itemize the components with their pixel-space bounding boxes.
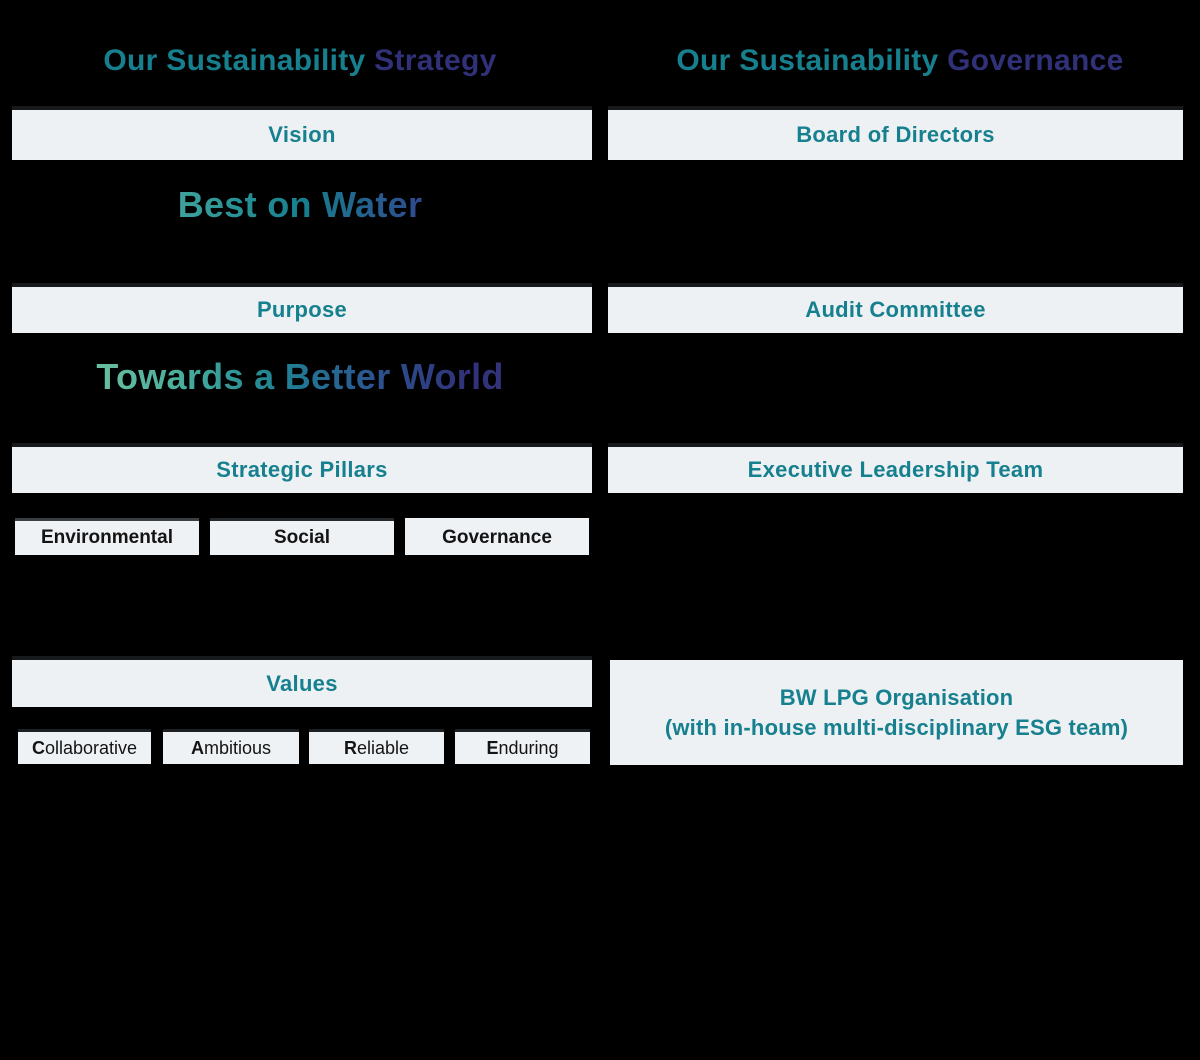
value-enduring-rest: nduring	[498, 738, 559, 758]
strategy-column: Our Sustainability Strategy Vision Best …	[0, 44, 600, 764]
board-of-directors-label: Board of Directors	[796, 122, 995, 147]
value-reliable-lead: R	[343, 738, 357, 758]
value-ambitious-box: Ambitious	[163, 729, 299, 764]
executive-leadership-team-box: Executive Leadership Team	[608, 443, 1183, 493]
value-reliable-box: Reliable	[309, 729, 444, 764]
strategic-pillars-header-box: Strategic Pillars	[12, 443, 592, 493]
pillar-governance-box: Governance	[405, 518, 589, 555]
bw-lpg-organisation-line1: BW LPG Organisation	[779, 684, 1014, 710]
purpose-header-box: Purpose	[12, 283, 592, 333]
value-reliable-rest: eliable	[356, 738, 410, 758]
value-ambitious-rest: mbitious	[203, 738, 272, 758]
strategy-title-teal-part: Our Sustainability	[103, 44, 375, 77]
vision-header-box: Vision	[12, 106, 592, 160]
values-header-box: Values	[12, 656, 592, 707]
executive-leadership-team-label: Executive Leadership Team	[747, 457, 1044, 482]
vision-header-label: Vision	[268, 122, 336, 147]
pillar-environmental-box: Environmental	[15, 518, 199, 555]
bw-lpg-organisation-box: BW LPG Organisation (with in-house multi…	[610, 660, 1183, 765]
audit-committee-label: Audit Committee	[805, 297, 986, 322]
pillar-social-box: Social	[210, 518, 394, 555]
bw-lpg-organisation-line2: (with in-house multi-disciplinary ESG te…	[664, 714, 1129, 740]
governance-title-indigo-part: Governance	[947, 44, 1124, 77]
governance-title-teal-part: Our Sustainability	[676, 44, 948, 77]
purpose-header-label: Purpose	[256, 297, 348, 322]
purpose-slogan: Towards a Better World	[0, 356, 600, 398]
audit-committee-box: Audit Committee	[608, 283, 1183, 333]
value-collaborative-rest: ollaborative	[44, 738, 138, 758]
values-header-label: Values	[266, 671, 338, 696]
governance-title: Our Sustainability Governance	[600, 44, 1200, 78]
governance-column: Our Sustainability Governance Board of D…	[600, 0, 1200, 1060]
value-collaborative-lead: C	[31, 738, 45, 758]
value-ambitious-lead: A	[190, 738, 204, 758]
strategy-title-indigo-part: Strategy	[374, 44, 497, 77]
value-enduring-box: Enduring	[455, 729, 590, 764]
strategy-title: Our Sustainability Strategy	[0, 44, 600, 78]
strategic-pillars-header-label: Strategic Pillars	[216, 457, 388, 482]
value-collaborative-box: Collaborative	[18, 729, 151, 764]
value-enduring-lead: E	[486, 738, 499, 758]
vision-slogan: Best on Water	[0, 184, 600, 226]
board-of-directors-box: Board of Directors	[608, 106, 1183, 160]
